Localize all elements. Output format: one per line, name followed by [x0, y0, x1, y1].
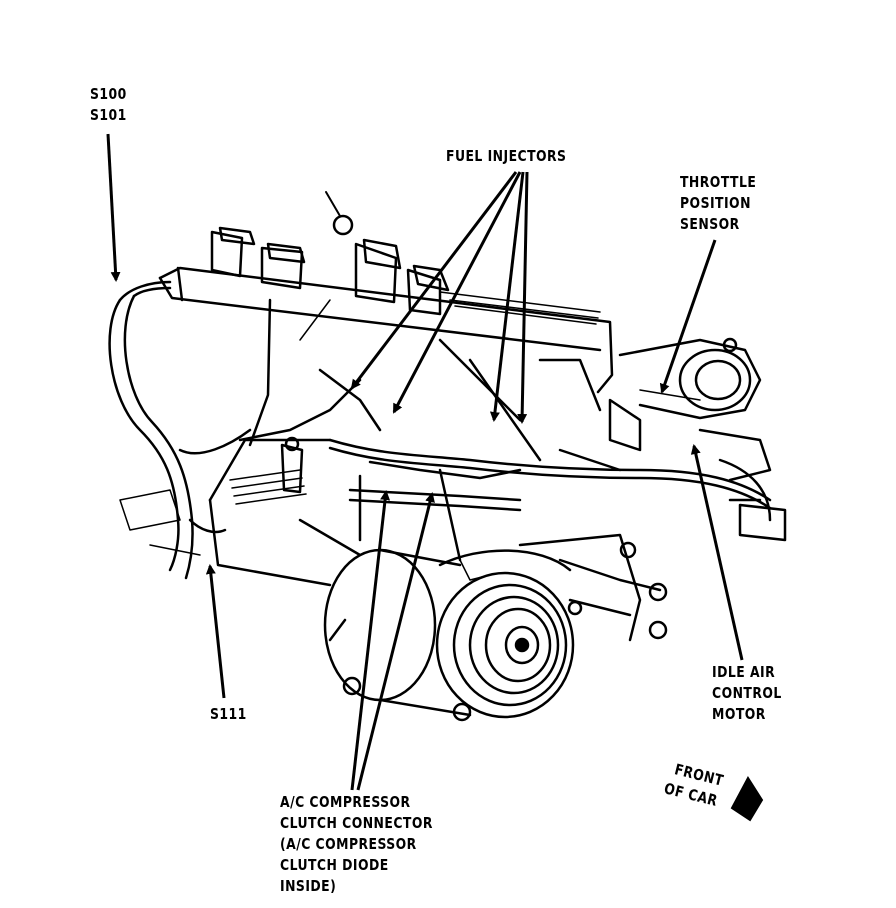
label-line: MOTOR [712, 705, 766, 723]
throttle-position-sensor-arrow [659, 239, 717, 394]
s111-arrow [205, 564, 226, 699]
ac-compressor [323, 548, 575, 722]
label-line: CLUTCH DIODE [280, 856, 389, 874]
fuel-injector-arrow-3 [489, 171, 525, 422]
ac-clutch-arrow-1 [350, 490, 391, 791]
label-s111: S111 [210, 705, 247, 723]
fuel-injector-arrow-1 [350, 171, 518, 390]
label-line: INSIDE) [280, 877, 337, 895]
label-line: THROTTLE [680, 173, 757, 191]
label-line: CLUTCH CONNECTOR [280, 814, 433, 832]
wiring-harness [328, 438, 772, 562]
compressor-bracket [518, 533, 668, 642]
label-line: SENSOR [680, 215, 740, 233]
label-line: IDLE AIR [712, 663, 776, 681]
label-fuel-injectors: FUEL INJECTORS [446, 147, 567, 165]
label-line: CONTROL [712, 684, 782, 702]
label-line: POSITION [680, 194, 751, 212]
throttle-body [608, 337, 787, 542]
fuel-injector-arrow-2 [392, 171, 522, 414]
label-line: (A/C COMPRESSOR [280, 835, 417, 853]
label-idle-air-control-motor: IDLE AIR CONTROL MOTOR [712, 662, 782, 725]
intake-plenum [158, 266, 614, 394]
fuel-injector-arrow-4 [517, 171, 529, 424]
label-ac-compressor-clutch-connector: A/C COMPRESSOR CLUTCH CONNECTOR (A/C COM… [280, 792, 433, 897]
label-s101: S101 [90, 106, 127, 124]
label-s100-s101: S100 S101 [90, 84, 127, 126]
label-s100: S100 [90, 85, 127, 103]
idle-air-control-arrow [690, 444, 744, 661]
front-of-car-arrow-icon [730, 776, 764, 822]
ac-clutch-arrow-2 [356, 492, 435, 791]
s100-s101-arrow [106, 133, 121, 282]
label-throttle-position-sensor: THROTTLE POSITION SENSOR [680, 172, 756, 235]
fuel-injector-stack [210, 191, 450, 316]
label-line: A/C COMPRESSOR [280, 793, 411, 811]
main-harness-loop [108, 280, 252, 580]
engine-block [208, 298, 622, 587]
